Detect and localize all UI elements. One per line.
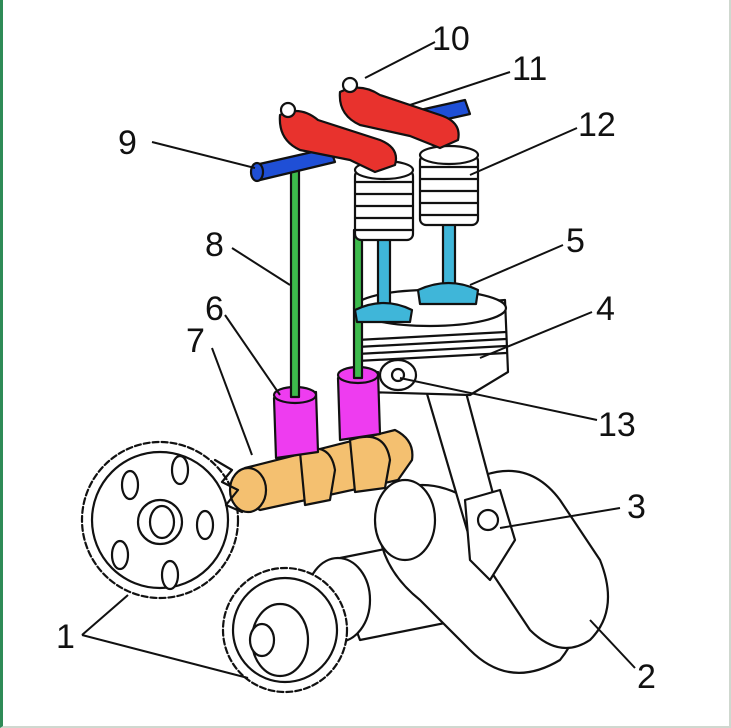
callout-4: 4 — [596, 290, 615, 328]
callout-2: 2 — [637, 658, 656, 696]
callout-3: 3 — [627, 488, 646, 526]
tappets — [272, 365, 382, 460]
pushrods — [289, 163, 364, 399]
callout-12: 12 — [578, 106, 616, 144]
callout-7: 7 — [186, 322, 205, 360]
camshaft — [213, 428, 414, 514]
leader-lines — [81, 41, 636, 679]
callout-5: 5 — [566, 222, 585, 260]
crank-gear — [221, 566, 349, 694]
callout-10: 10 — [432, 20, 470, 58]
cam-gear — [80, 440, 240, 600]
rocker-arms — [278, 76, 460, 174]
callout-1: 1 — [56, 618, 75, 656]
callout-labels: 10 11 12 9 8 5 4 6 7 13 3 2 1 — [56, 20, 656, 696]
callout-9: 9 — [118, 124, 137, 162]
callout-13: 13 — [598, 406, 636, 444]
callout-11: 11 — [512, 50, 547, 88]
valves — [353, 213, 480, 324]
callout-6: 6 — [205, 290, 224, 328]
crankshaft — [304, 469, 610, 674]
callout-8: 8 — [205, 226, 224, 264]
